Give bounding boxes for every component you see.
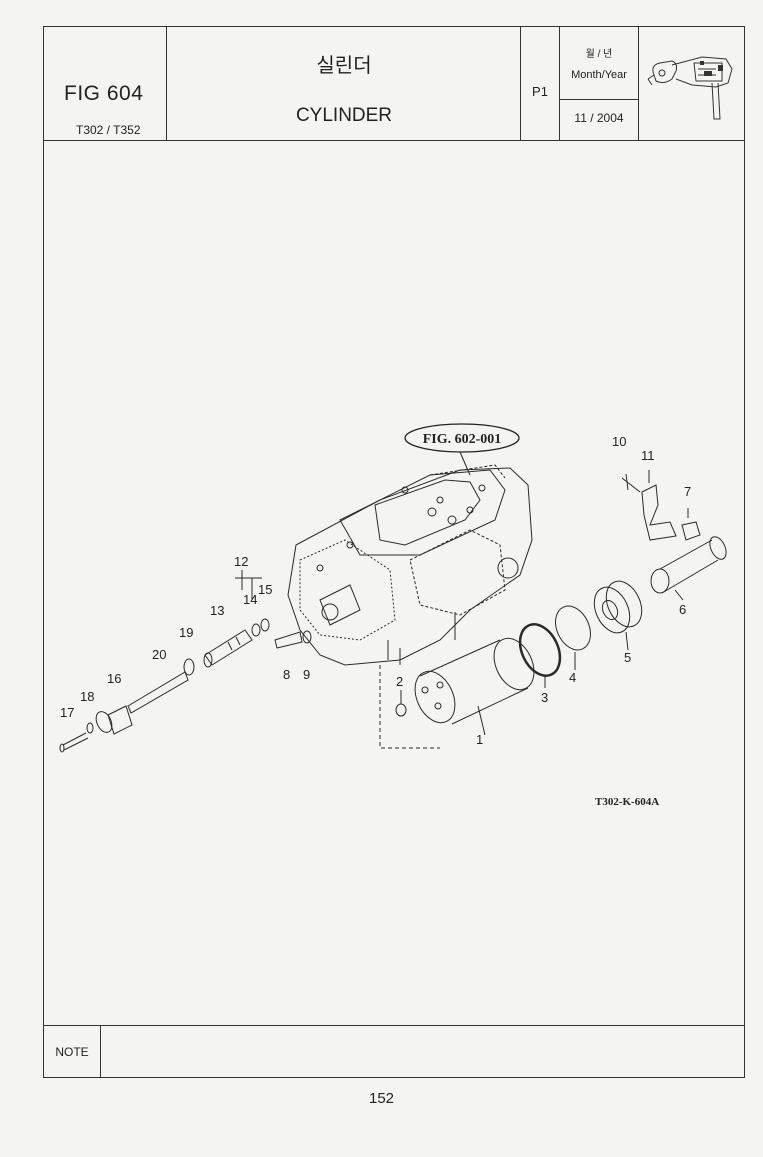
header-column-divider bbox=[638, 27, 639, 140]
figure-reference: FIG. 602-001 bbox=[423, 432, 502, 447]
figure-number: FIG 604 bbox=[64, 82, 144, 105]
note-label: NOTE bbox=[44, 1026, 101, 1077]
month-year-label-korean: 월 / 년 bbox=[585, 49, 613, 60]
callout-19: 19 bbox=[179, 625, 193, 640]
piston-rod bbox=[650, 536, 727, 601]
callout-1: 1 bbox=[476, 732, 483, 747]
callout-4: 4 bbox=[569, 670, 576, 685]
callout-11: 11 bbox=[641, 448, 655, 463]
date-divider bbox=[559, 99, 638, 100]
callout-10: 10 bbox=[612, 434, 626, 449]
page-title: CYLINDER bbox=[295, 105, 393, 126]
title-korean: 실린더 bbox=[316, 55, 372, 77]
callout-8: 8 bbox=[283, 667, 290, 682]
callout-7: 7 bbox=[684, 484, 691, 499]
callout-3: 3 bbox=[541, 690, 548, 705]
header-column-divider bbox=[559, 27, 560, 140]
callout-6: 6 bbox=[679, 602, 686, 617]
header-column-divider bbox=[166, 27, 167, 140]
cylinder-barrel bbox=[414, 637, 535, 736]
page-code: P1 bbox=[532, 84, 548, 99]
model-numbers: T302 / T352 bbox=[76, 123, 141, 137]
piston bbox=[593, 580, 643, 651]
callout-14: 14 bbox=[243, 592, 257, 607]
callout-12: 12 bbox=[234, 554, 248, 569]
note-box: NOTE bbox=[43, 1025, 745, 1078]
cylinder-housing bbox=[287, 464, 533, 666]
callout-13: 13 bbox=[210, 603, 224, 618]
revision-date: 11 / 2004 bbox=[574, 111, 624, 125]
callout-20: 20 bbox=[152, 647, 166, 662]
page-number: 152 bbox=[368, 1090, 395, 1107]
callout-2: 2 bbox=[396, 674, 403, 689]
figure-reference-oval bbox=[404, 423, 520, 453]
callout-17: 17 bbox=[60, 705, 74, 720]
drawing-code: T302-K-604A bbox=[595, 796, 659, 808]
header-divider bbox=[44, 140, 744, 141]
callout-15: 15 bbox=[258, 582, 272, 597]
callout-16: 16 bbox=[107, 671, 121, 686]
callout-9: 9 bbox=[303, 667, 310, 682]
tractor-hitch-thumbnail-icon bbox=[647, 56, 733, 120]
valve-spool bbox=[203, 629, 253, 668]
callout-5: 5 bbox=[624, 650, 631, 665]
callout-18: 18 bbox=[80, 689, 94, 704]
header-column-divider bbox=[520, 27, 521, 140]
month-year-label: Month/Year bbox=[571, 69, 627, 81]
page-frame: FIG 604 T302 / T352 실린더 CYLINDER P1 월 / … bbox=[43, 26, 745, 1078]
